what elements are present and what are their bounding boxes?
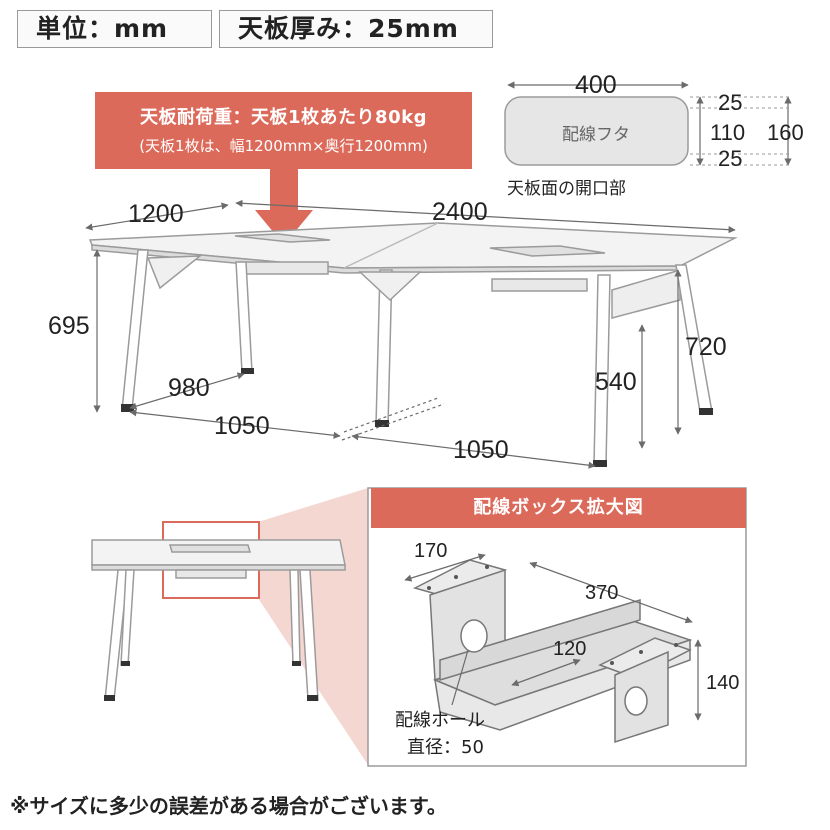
- dimension-lines: [85, 199, 736, 469]
- wiring-hole-diameter: 直径：50: [407, 737, 484, 758]
- opening-top-gap: 25: [718, 90, 743, 115]
- wiring-box-dimensions: [404, 553, 702, 721]
- wiring-box-inner-width: 120: [553, 638, 587, 660]
- table-height-left: 695: [48, 312, 90, 340]
- load-capacity-note: (天板1枚は、幅1200mm×奥行1200mm): [139, 137, 428, 155]
- opening-detail: [504, 81, 792, 166]
- wiring-box-depth: 170: [414, 540, 448, 562]
- wiring-hole-label: 配線ホール: [395, 710, 485, 731]
- under-clearance: 540: [595, 368, 637, 396]
- top-thickness-label: 天板厚み：25mm: [219, 10, 493, 48]
- wiring-box-title: 配線ボックス拡大図: [371, 488, 746, 528]
- table-depth: 1200: [128, 200, 184, 228]
- wiring-box-length: 370: [585, 582, 619, 604]
- table-width: 2400: [432, 198, 488, 226]
- leg-span-b: 1050: [453, 436, 509, 464]
- footnote: ※サイズに多少の誤差がある場合がございます。: [10, 794, 447, 818]
- leg-span-a: 1050: [214, 412, 270, 440]
- opening-total: 160: [767, 120, 804, 145]
- main-table: [88, 222, 738, 467]
- table-height-right: 720: [685, 333, 727, 361]
- opening-bottom-gap: 25: [718, 146, 743, 171]
- small-table: [91, 539, 346, 701]
- unit-label: 単位：mm: [17, 10, 212, 48]
- wiring-box-height: 140: [706, 672, 740, 694]
- load-capacity-banner: 天板耐荷重：天板1枚あたり80kg (天板1枚は、幅1200mm×奥行1200m…: [95, 92, 472, 169]
- load-capacity-text: 天板耐荷重：天板1枚あたり80kg: [140, 107, 427, 128]
- opening-width: 400: [575, 71, 617, 99]
- lid-label: 配線フタ: [562, 125, 630, 145]
- leg-inner-depth: 980: [168, 374, 210, 402]
- opening-height: 110: [710, 120, 746, 145]
- opening-caption: 天板面の開口部: [507, 179, 626, 199]
